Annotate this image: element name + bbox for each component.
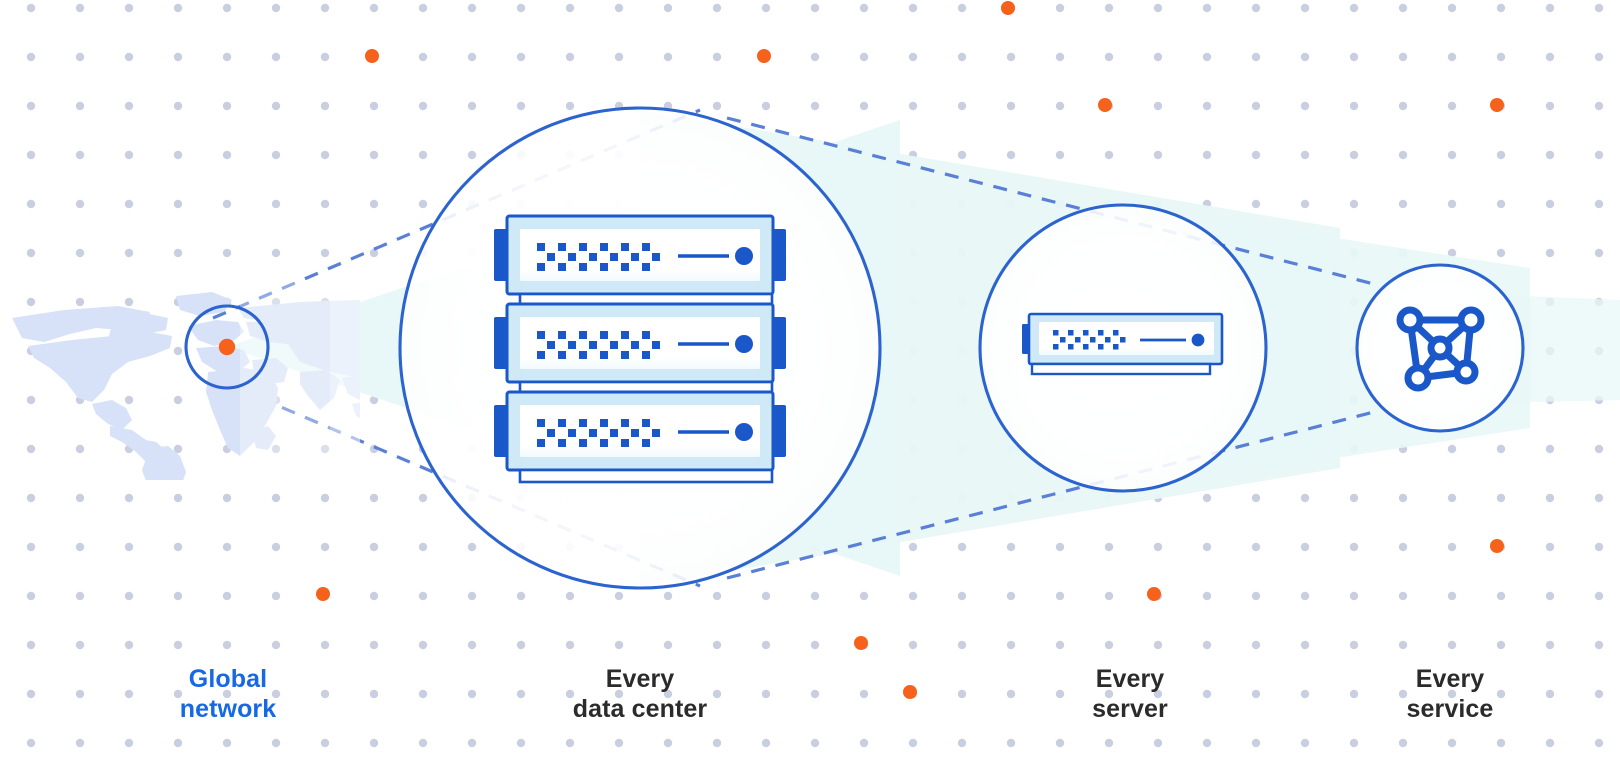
- accent-dot-layer: [220, 1, 1504, 699]
- status-led-icon: [735, 247, 753, 265]
- accent-dot: [220, 340, 234, 354]
- vent-dot-grid: [537, 243, 660, 271]
- accent-dot: [1001, 1, 1015, 15]
- accent-dot: [1490, 539, 1504, 553]
- server-unit: [494, 390, 786, 484]
- vent-dot-grid: [537, 331, 660, 359]
- server-stage: [978, 203, 1268, 493]
- server-rack-icon: [494, 214, 786, 484]
- vent-dot-grid: [537, 419, 660, 447]
- service-stage: [1355, 263, 1525, 433]
- status-led-icon: [1191, 333, 1205, 347]
- stage-label-data-center: Every data center: [572, 665, 708, 723]
- zoom-connector-lines: [212, 108, 1375, 588]
- server-unit: [494, 214, 786, 306]
- accent-dot: [854, 636, 868, 650]
- server-unit: [494, 302, 786, 394]
- stage-label-server: Every server: [1092, 665, 1168, 723]
- single-server-icon: [1022, 312, 1224, 376]
- accent-dot: [1098, 98, 1112, 112]
- accent-dot: [316, 587, 330, 601]
- stage-label-global-network: Global network: [179, 665, 277, 723]
- accent-dot: [365, 49, 379, 63]
- accent-dot: [903, 685, 917, 699]
- accent-dot: [757, 49, 771, 63]
- stage-label-service: Every service: [1406, 665, 1494, 723]
- accent-dot: [1490, 98, 1504, 112]
- status-led-icon: [735, 423, 753, 441]
- map-highlight-circle: [184, 304, 270, 390]
- accent-dot: [1147, 587, 1161, 601]
- network-mesh-icon: [1396, 306, 1485, 392]
- status-led-icon: [735, 335, 753, 353]
- vent-dot-grid: [1053, 330, 1126, 350]
- world-map-icon: [12, 280, 360, 480]
- data-center-stage: [398, 106, 882, 590]
